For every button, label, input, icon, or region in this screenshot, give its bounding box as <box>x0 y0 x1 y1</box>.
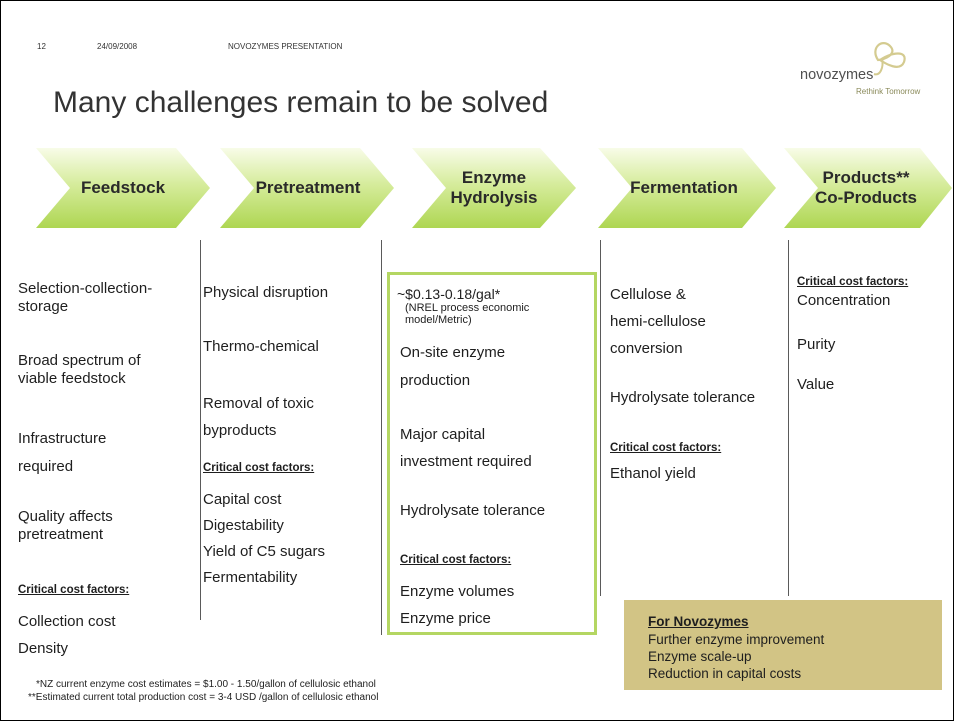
page-number: 12 <box>37 42 46 51</box>
hydrolysis-highlight-box <box>387 272 597 635</box>
novozymes-focus-box <box>624 600 942 690</box>
products-factor: Purity <box>797 336 836 353</box>
step-pretreatment: Pretreatment <box>255 178 361 197</box>
column-divider <box>200 240 201 620</box>
novozymes-box-heading: For Novozymes <box>648 614 749 629</box>
fermentation-critical-label: Critical cost factors: <box>610 442 722 454</box>
step-feedstock: Feedstock <box>80 178 166 197</box>
pretreatment-item: Physical disruption <box>203 284 329 301</box>
logo-tagline: Rethink Tomorrow <box>856 87 921 96</box>
pretreatment-item: Thermo-chemical <box>203 338 319 355</box>
fermentation-item: Hydrolysate tolerance <box>610 389 756 406</box>
hydrolysis-critical-label: Critical cost factors: <box>400 554 512 566</box>
column-divider <box>381 240 382 635</box>
pretreatment-critical-label: Critical cost factors: <box>203 462 315 474</box>
arrow-fermentation <box>598 148 776 228</box>
step-products: Products**Co-Products <box>815 168 917 207</box>
footnote-enzyme-cost: *NZ current enzyme cost estimates = $1.0… <box>36 679 376 690</box>
arrow-hydrolysis <box>412 148 576 228</box>
fermentation-factors: Ethanol yield <box>610 465 696 482</box>
process-arrows <box>36 148 952 228</box>
novozymes-logo: novozymes Rethink Tomorrow <box>800 38 940 108</box>
logo-swirl-icon <box>873 42 906 76</box>
slide-title: Many challenges remain to be solved <box>53 86 549 119</box>
arrow-pretreatment <box>220 148 394 228</box>
footnote-production-cost: **Estimated current total production cos… <box>28 692 379 703</box>
products-critical-label: Critical cost factors: <box>797 276 909 288</box>
arrow-products <box>784 148 952 228</box>
products-factor: Concentration <box>797 292 891 309</box>
arrow-feedstock <box>36 148 210 228</box>
slide-date: 24/09/2008 <box>97 42 138 51</box>
column-divider <box>600 240 601 596</box>
presentation-name: NOVOZYMES PRESENTATION <box>228 42 343 51</box>
hydrolysis-item: Hydrolysate tolerance <box>400 502 546 519</box>
column-divider <box>788 240 789 596</box>
hydrolysis-cost: ~$0.13-0.18/gal* <box>397 286 501 302</box>
logo-wordmark: novozymes <box>800 67 874 83</box>
feedstock-critical-label: Critical cost factors: <box>18 584 130 596</box>
step-fermentation: Fermentation <box>630 178 738 197</box>
products-factor: Value <box>797 376 835 393</box>
feedstock-item: Selection-collection-storage <box>18 280 153 315</box>
